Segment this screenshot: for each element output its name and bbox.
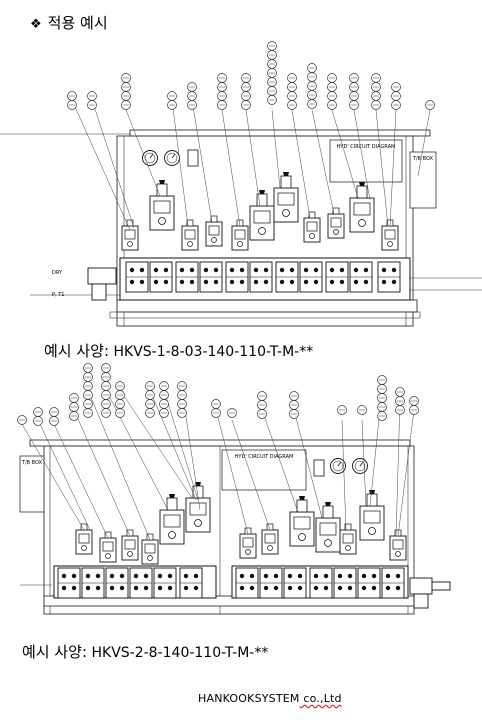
valves-2 — [75, 481, 407, 565]
valves-1 — [121, 171, 399, 251]
leader-lines-1 — [71, 99, 431, 231]
port-label-pt: P, T1 — [52, 292, 64, 298]
manifold-blocks-2 — [57, 567, 405, 599]
port-label-dry: DRY — [52, 270, 63, 276]
manifold-blocks-1 — [125, 261, 401, 293]
company-footer: HANKOOKSYSTEM co.,Ltd — [198, 692, 342, 705]
model-code: HKVS-2-8-140-110-T-M-** — [91, 645, 269, 661]
circuit-diagram-label: HYD' CIRCUIT DIAGRAM — [337, 144, 396, 150]
section-heading: ❖ 적용 예시 — [30, 12, 108, 33]
heading-text: 적용 예시 — [47, 14, 108, 32]
callout-balloons-2 — [17, 363, 419, 426]
callout-balloons-1 — [67, 41, 435, 110]
caption-prefix: 예시 사양: — [22, 643, 88, 661]
diagram-1: HYD' CIRCUIT DIAGRAM T/B BOX — [0, 41, 482, 327]
tb-box-label: T/B BOX — [21, 460, 43, 466]
caption-example-1: 예시 사양: HKVS-1-8-03-140-110-T-M-** — [44, 340, 313, 361]
pressure-gauge-icon — [352, 458, 368, 474]
circuit-diagram-label: HYD' CIRCUIT DIAGRAM — [235, 454, 294, 460]
tb-box-label: T/B BOX — [412, 156, 434, 162]
caption-example-2: 예시 사양: HKVS-2-8-140-110-T-M-** — [22, 641, 268, 662]
diagram-2: T/B BOX HYD' CIRCUIT DIAGRAM — [17, 363, 451, 615]
caption-prefix: 예시 사양: — [44, 342, 110, 360]
bullet-icon: ❖ — [30, 17, 42, 32]
company-suffix: co.,Ltd — [299, 692, 342, 705]
model-code: HKVS-1-8-03-140-110-T-M-** — [113, 344, 314, 360]
company-name: HANKOOKSYSTEM — [198, 692, 300, 705]
pressure-gauge-icon — [164, 150, 180, 166]
